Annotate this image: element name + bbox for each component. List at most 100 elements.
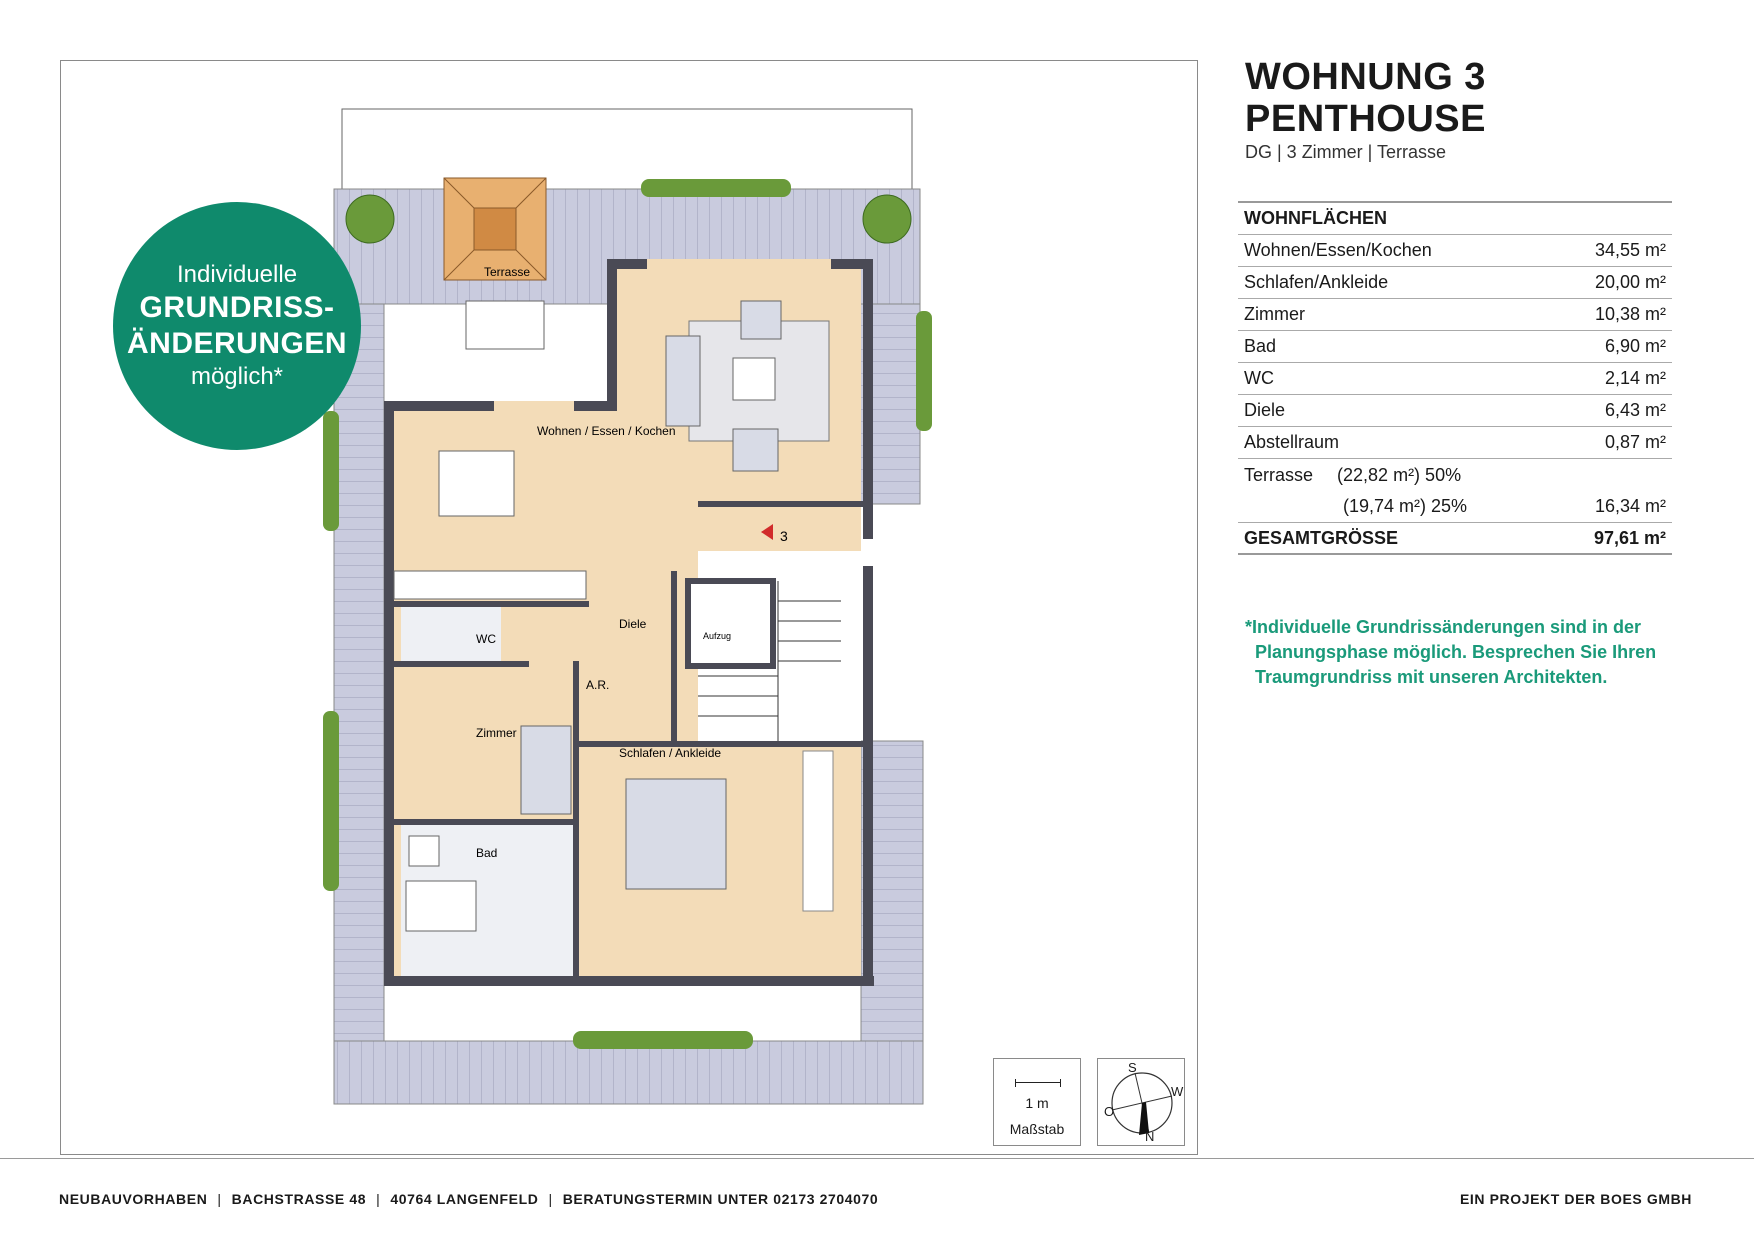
label-aufzug: Aufzug bbox=[703, 631, 731, 641]
entrance-arrow-icon bbox=[761, 524, 773, 540]
label-ar: A.R. bbox=[586, 678, 609, 692]
entrance-number: 3 bbox=[780, 528, 788, 544]
area-label: WC bbox=[1244, 368, 1274, 388]
planter bbox=[323, 711, 339, 891]
footer-project-info: NEUBAUVORHABEN | BACHSTRASSE 48 | 40764 LANG… bbox=[59, 1191, 878, 1207]
kitchen-counter bbox=[393, 570, 587, 600]
note-line: Planungsphase möglich. Besprechen Sie Ih… bbox=[1255, 642, 1657, 662]
area-value: 6,90 m² bbox=[1604, 336, 1666, 356]
area-label: Zimmer bbox=[1244, 304, 1305, 324]
walls bbox=[384, 259, 874, 986]
modification-note: *Individuelle Grundrissänderungen sind i… bbox=[1245, 615, 1685, 690]
total-row: GESAMTGRÖSSE 97,61 m² bbox=[1238, 523, 1672, 555]
compass-o: O bbox=[1104, 1104, 1115, 1119]
area-row: Bad 6,90 m² bbox=[1238, 331, 1672, 363]
sink bbox=[408, 835, 440, 867]
footer-item: NEUBAUVORHABEN bbox=[59, 1191, 208, 1207]
double-bed bbox=[625, 778, 727, 890]
label-diele: Diele bbox=[619, 617, 647, 631]
terrace-row-2: (19,74 m²) 25% 16,34 m² bbox=[1238, 491, 1672, 523]
planter bbox=[916, 311, 932, 431]
area-row: Wohnen/Essen/Kochen 34,55 m² bbox=[1238, 235, 1672, 267]
terrace-value: 16,34 m² bbox=[1594, 496, 1666, 516]
title-line1: WOHNUNG 3 bbox=[1245, 56, 1486, 98]
footer-item: BACHSTRASSE 48 bbox=[231, 1191, 367, 1207]
wardrobe bbox=[802, 750, 834, 912]
label-wohnen: Wohnen / Essen / Kochen bbox=[537, 424, 676, 438]
footer-separator: | bbox=[217, 1191, 222, 1207]
elevator bbox=[685, 578, 776, 669]
terrace-share-2: (19,74 m²) 25% bbox=[1343, 496, 1468, 516]
area-label: Wohnen/Essen/Kochen bbox=[1244, 240, 1432, 260]
total-label: GESAMTGRÖSSE bbox=[1244, 527, 1399, 548]
footer-separator: | bbox=[548, 1191, 553, 1207]
floor-plan-drawing: Terrasse Wohnen / Essen / Kochen Diele W… bbox=[323, 108, 932, 1105]
note-line: Traumgrundriss mit unseren Architekten. bbox=[1255, 667, 1608, 687]
total-value: 97,61 m² bbox=[1593, 527, 1666, 548]
compass-w: W bbox=[1171, 1084, 1184, 1099]
floor-plan-frame: Terrasse Wohnen / Essen / Kochen Diele W… bbox=[60, 60, 1198, 1155]
footer-separator: | bbox=[376, 1191, 381, 1207]
coffee-table bbox=[732, 357, 776, 401]
single-bed bbox=[520, 725, 572, 815]
page-title: WOHNUNG 3 PENTHOUSE bbox=[1245, 56, 1486, 140]
plant bbox=[345, 194, 395, 244]
footer-divider bbox=[0, 1158, 1754, 1159]
badge-line2: GRUNDRISS- bbox=[139, 291, 335, 324]
area-row: Diele 6,43 m² bbox=[1238, 395, 1672, 427]
bathtub bbox=[405, 880, 477, 932]
planter bbox=[323, 411, 339, 531]
label-zimmer: Zimmer bbox=[476, 726, 517, 740]
area-value: 2,14 m² bbox=[1604, 368, 1666, 388]
badge-line1: Individuelle bbox=[176, 261, 298, 288]
footer-item: BERATUNGSTERMIN UNTER 02173 2704070 bbox=[562, 1191, 879, 1207]
area-label: Diele bbox=[1244, 400, 1286, 420]
footer-developer: EIN PROJEKT DER BOES GMBH bbox=[1459, 1191, 1692, 1207]
terrace-label: Terrasse bbox=[1244, 464, 1314, 485]
area-row: Schlafen/Ankleide 20,00 m² bbox=[1238, 267, 1672, 299]
terrace-row: Terrasse (22,82 m²) 50% bbox=[1238, 459, 1672, 491]
armchair bbox=[740, 300, 782, 340]
compass-n: N bbox=[1145, 1129, 1155, 1144]
label-terrasse: Terrasse bbox=[484, 265, 530, 279]
stairs bbox=[698, 581, 841, 741]
sofa bbox=[665, 335, 701, 427]
area-label: Bad bbox=[1244, 336, 1277, 356]
area-value: 6,43 m² bbox=[1604, 400, 1666, 420]
area-value: 0,87 m² bbox=[1604, 432, 1666, 452]
grundriss-badge: Individuelle GRUNDRISS- ÄNDERUNGEN mögli… bbox=[113, 202, 361, 450]
note-line: *Individuelle Grundrissänderungen sind i… bbox=[1245, 617, 1642, 637]
area-row: Abstellraum 0,87 m² bbox=[1238, 427, 1672, 459]
area-value: 34,55 m² bbox=[1594, 240, 1666, 260]
label-wc: WC bbox=[476, 632, 496, 646]
scale-unit: 1 m bbox=[1025, 1095, 1049, 1111]
title-line2: PENTHOUSE bbox=[1245, 98, 1486, 140]
wc-floor bbox=[401, 606, 501, 661]
area-label: Schlafen/Ankleide bbox=[1244, 272, 1389, 292]
area-table-heading: WOHNFLÄCHEN bbox=[1238, 203, 1672, 235]
terrace-share-1: (22,82 m²) 50% bbox=[1337, 464, 1462, 485]
terrace-table bbox=[465, 300, 545, 350]
scale-box: 1 m Maßstab bbox=[993, 1058, 1081, 1146]
dining-table bbox=[438, 450, 515, 517]
area-row: WC 2,14 m² bbox=[1238, 363, 1672, 395]
plant bbox=[862, 194, 912, 244]
page-subtitle: DG | 3 Zimmer | Terrasse bbox=[1245, 142, 1447, 162]
planter bbox=[573, 1031, 753, 1049]
scale-label: Maßstab bbox=[1009, 1121, 1065, 1137]
terrace-left bbox=[333, 303, 385, 1105]
footer-item: 40764 LANGENFELD bbox=[390, 1191, 539, 1207]
roof-outline bbox=[341, 108, 913, 190]
area-value: 20,00 m² bbox=[1594, 272, 1666, 292]
terrace-bottom bbox=[333, 1040, 924, 1105]
compass-box: S W O N bbox=[1097, 1058, 1185, 1146]
area-heading-label: WOHNFLÄCHEN bbox=[1244, 208, 1387, 228]
badge-line4: möglich* bbox=[190, 363, 284, 390]
scale-bar-icon bbox=[1015, 1079, 1061, 1087]
label-schlafen: Schlafen / Ankleide bbox=[619, 746, 721, 760]
compass-s: S bbox=[1128, 1060, 1137, 1075]
area-value: 10,38 m² bbox=[1594, 304, 1666, 324]
label-bad: Bad bbox=[476, 846, 497, 860]
compass-icon bbox=[1111, 1072, 1173, 1135]
area-table: WOHNFLÄCHEN Wohnen/Essen/Kochen 34,55 m²… bbox=[1238, 201, 1672, 555]
